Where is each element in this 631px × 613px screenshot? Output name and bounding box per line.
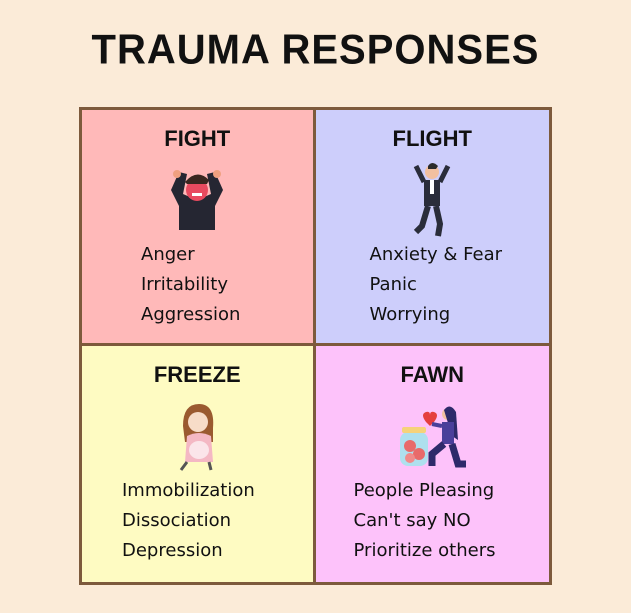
quadrant-heading: FIGHT (164, 126, 231, 151)
symptom-item: Anxiety & Fear (369, 244, 503, 265)
symptom-item: Aggression (141, 304, 241, 325)
quadrant-freeze: FREEZE Immobilization Dissociation Depre… (82, 346, 316, 582)
symptom-item: Panic (369, 274, 417, 295)
symptom-item: Immobilization (122, 480, 255, 501)
symptom-list: Immobilization Dissociation Depression (122, 476, 255, 566)
quadrant-flight: FLIGHT Anxiety & Fear Panic Worrying (315, 110, 549, 346)
symptom-item: People Pleasing (353, 480, 495, 501)
symptom-item: Worrying (369, 304, 451, 325)
symptom-item: Anger (141, 244, 195, 265)
symptom-item: Irritability (141, 274, 229, 295)
quadrant-heading: FREEZE (153, 362, 241, 387)
angry-man-icon (171, 170, 224, 230)
symptom-item: Prioritize others (353, 540, 496, 561)
quadrant-heading: FAWN (400, 362, 465, 387)
responses-grid: FIGHT Anger Irritability Aggression FLIG… (79, 107, 552, 585)
quadrant-fawn: FAWN People Pleasing Can't say NO Priori… (315, 346, 549, 582)
symptom-item: Dissociation (122, 510, 232, 531)
symptom-list: Anger Irritability Aggression (141, 240, 240, 330)
crouching-girl-icon (180, 404, 214, 471)
page-title: TRAUMA RESPONSES (91, 26, 540, 74)
kneeling-woman-hearts-icon (400, 406, 467, 468)
symptom-list: Anxiety & Fear Panic Worrying (370, 240, 503, 330)
symptom-item: Depression (122, 540, 223, 561)
fleeing-man-icon (414, 163, 451, 237)
symptom-item: Can't say NO (353, 510, 471, 531)
quadrant-fight: FIGHT Anger Irritability Aggression (82, 110, 316, 346)
symptom-list: People Pleasing Can't say NO Prioritize … (354, 476, 496, 566)
quadrant-heading: FLIGHT (392, 126, 472, 151)
